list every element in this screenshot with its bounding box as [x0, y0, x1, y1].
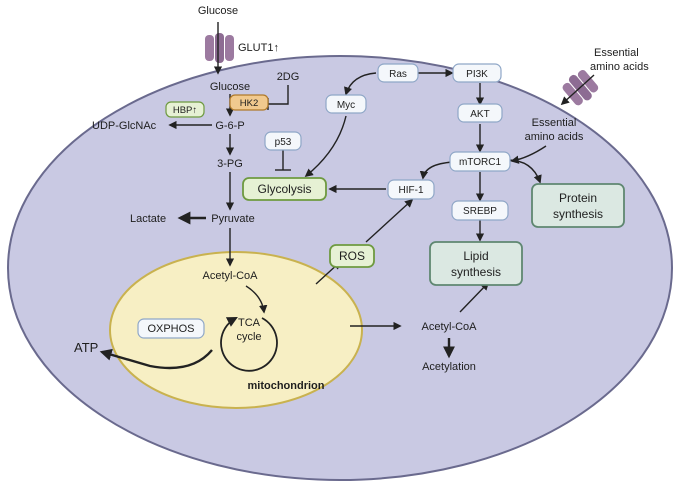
glucose-inside-label: Glucose: [210, 81, 250, 93]
arrow-aa-mtorc1: [510, 145, 547, 164]
hif1-label: HIF-1: [399, 185, 424, 196]
myc-box: [325, 94, 367, 114]
pi3k-box: [452, 63, 502, 83]
glycolysis-label: Glycolysis: [257, 182, 311, 196]
acetylcoa-mito-label: Acetyl-CoA: [202, 270, 258, 282]
srebp-box: [451, 200, 509, 221]
essential-aa-inside-line2: amino acids: [525, 131, 584, 143]
glycolysis-box: [242, 177, 327, 201]
protein-synthesis-label-line1: Protein: [559, 191, 597, 205]
tca-label-line2: cycle: [236, 331, 261, 343]
ras-label: Ras: [389, 69, 407, 80]
myc-label: Myc: [337, 100, 355, 111]
oxphos-box: [137, 318, 205, 339]
3pg-label: 3-PG: [217, 158, 243, 170]
arrow-myc-glycolysis: [304, 115, 347, 178]
p53-label: p53: [275, 137, 292, 148]
ros-box: [329, 244, 375, 268]
arrow-mtorc1-hif1: [419, 161, 454, 180]
lactate-label: Lactate: [130, 213, 166, 225]
protein-synthesis-label-line2: synthesis: [553, 207, 603, 221]
acetylation-label: Acetylation: [422, 361, 476, 373]
lipid-synthesis-label-line2: synthesis: [451, 265, 501, 279]
arrow-ros-hif1: [365, 198, 414, 243]
ros-label: ROS: [339, 249, 365, 263]
lipid-synthesis-label-line1: Lipid: [463, 249, 488, 263]
glucose-outside-label: Glucose: [198, 5, 238, 17]
protein-synthesis-box: [531, 183, 625, 228]
arrow-acetylcoa-tca: [245, 285, 268, 314]
hbp-label: HBP↑: [173, 105, 197, 116]
glut1-transporter-icon: [205, 33, 234, 63]
g6p-label: G-6-P: [215, 120, 244, 132]
hif1-box: [387, 179, 435, 200]
mtorc1-label: mTORC1: [459, 157, 501, 168]
inhibition-p53-glycolysis: [275, 150, 291, 171]
oxphos-label: OXPHOS: [147, 323, 194, 335]
ras-box: [377, 63, 419, 83]
pi3k-label: PI3K: [466, 69, 488, 80]
hk2-box: [229, 94, 269, 111]
2dg-label: 2DG: [277, 71, 300, 83]
arrow-tca-atp: [99, 348, 213, 370]
hbp-box: [165, 101, 205, 118]
essential-aa-outside-line2: amino acids: [590, 61, 649, 73]
mtorc1-box: [449, 151, 511, 172]
arrow-acetylcoa-lipid: [459, 281, 490, 313]
essential-aa-outside-line1: Essential: [594, 47, 639, 59]
mitochondrion-label: mitochondrion: [248, 380, 325, 392]
akt-label: AKT: [470, 109, 489, 120]
lipid-synthesis-box: [429, 241, 523, 286]
tca-label-line1: TCA: [238, 317, 261, 329]
akt-box: [457, 103, 503, 123]
essential-aa-inside-line1: Essential: [532, 117, 577, 129]
glut1-label: GLUT1↑: [238, 42, 279, 54]
hk2-label: HK2: [240, 98, 258, 109]
srebp-label: SREBP: [463, 206, 497, 217]
acetylcoa-cytosol-label: Acetyl-CoA: [421, 321, 477, 333]
tca-cycle-icon: [220, 316, 278, 372]
pyruvate-label: Pyruvate: [211, 213, 254, 225]
p53-box: [264, 131, 302, 151]
udp-glcnac-label: UDP-GlcNAc: [92, 120, 157, 132]
arrow-aa-import: [560, 74, 595, 106]
atp-label: ATP: [74, 340, 98, 355]
arrow-ras-myc: [344, 72, 377, 96]
